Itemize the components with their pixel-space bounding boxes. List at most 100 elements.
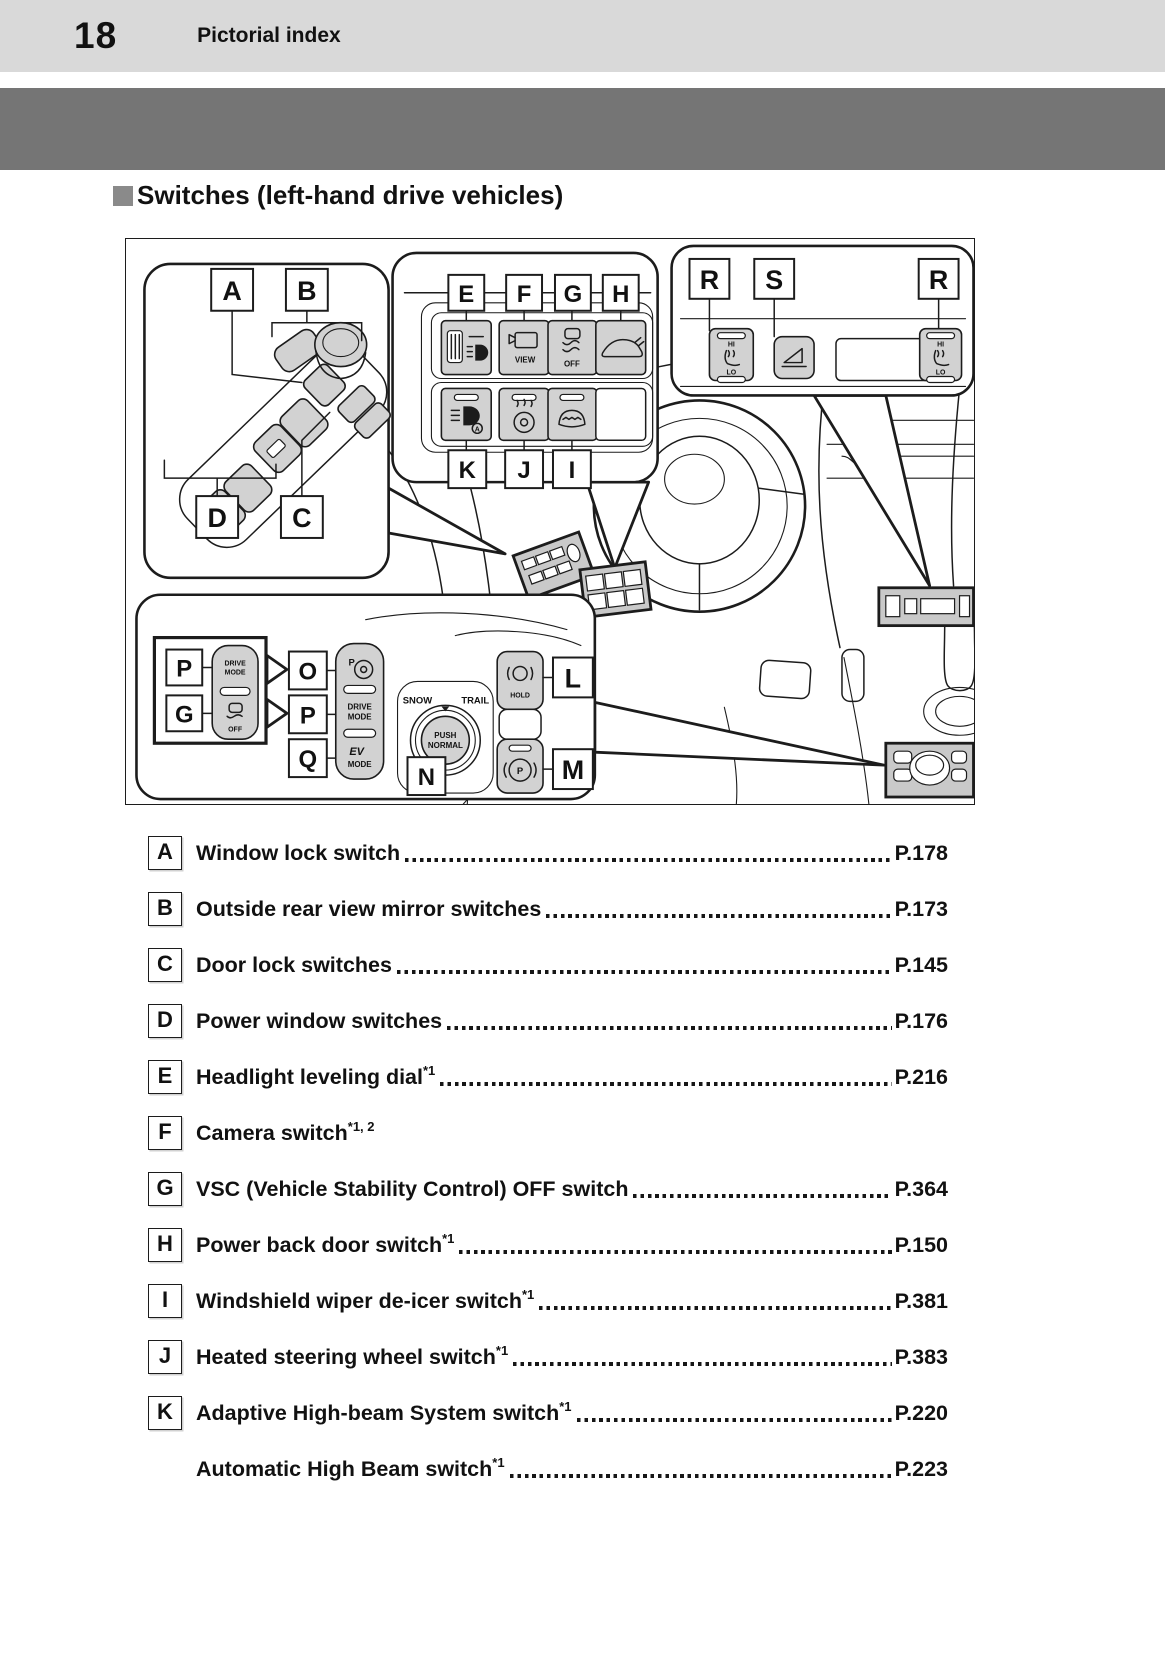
index-page-ref: P.173 xyxy=(894,896,948,921)
dot-leader xyxy=(447,1026,892,1030)
callout-label-o: O xyxy=(299,658,318,685)
index-page-ref: P.216 xyxy=(894,1064,948,1089)
s-switch-button xyxy=(773,335,815,380)
callout-label-b: B xyxy=(297,276,316,306)
mini-off: OFF xyxy=(228,726,242,733)
callout-label-p-sub: P xyxy=(176,655,192,682)
index-list: A Window lock switch P.178 B Outside rea… xyxy=(148,825,948,1497)
callout-label-d: D xyxy=(207,503,226,533)
callout-label-m: M xyxy=(562,755,584,785)
seat-heater-lo: LO xyxy=(727,370,737,377)
index-page-ref: P.145 xyxy=(894,952,948,977)
index-page-ref: P.220 xyxy=(894,1400,948,1425)
index-letter-badge: C xyxy=(148,948,182,982)
dot-leader xyxy=(546,914,892,918)
index-label: Windshield wiper de-icer switch*1 xyxy=(196,1286,535,1314)
index-label: Automatic High Beam switch*1 xyxy=(196,1454,505,1482)
index-label: Adaptive High-beam System switch*1 xyxy=(196,1398,572,1426)
index-letter-badge: G xyxy=(148,1172,182,1206)
dot-leader xyxy=(459,1250,892,1254)
dial-snow: SNOW xyxy=(403,695,432,706)
chapter-band xyxy=(0,88,1165,170)
callout-label-g-sub: G xyxy=(175,701,194,728)
brake-hold-button: HOLD xyxy=(496,650,544,711)
callout-label-s: S xyxy=(765,265,783,295)
callout-label-i: I xyxy=(569,457,576,484)
index-letter-badge: B xyxy=(148,892,182,926)
vsc-off-label: OFF xyxy=(564,360,580,369)
index-page-ref: P.178 xyxy=(894,840,948,865)
seat-heater-hi: HI xyxy=(728,342,735,349)
dial-push: PUSH xyxy=(434,731,456,740)
headlight-leveling-dial-button xyxy=(440,319,493,376)
index-row-f: F Camera switch*1, 2 xyxy=(148,1105,948,1161)
callout-label-l: L xyxy=(565,663,581,693)
equivalence-arrow-bottom xyxy=(265,697,289,729)
section-heading: Switches (left-hand drive vehicles) xyxy=(113,180,563,211)
dial-trail: TRAIL xyxy=(461,695,489,706)
index-row-d: D Power window switches P.176 xyxy=(148,993,948,1049)
dial-normal: NORMAL xyxy=(428,741,463,750)
col-ev: EV xyxy=(349,746,365,758)
console-switches-box: DRIVE MODE OFF P G P xyxy=(135,593,597,801)
door-switch-panel-highlight xyxy=(511,530,597,601)
index-letter-badge: A xyxy=(148,836,182,870)
door-panel-callout-wedge xyxy=(387,486,507,556)
console-callout-wedge xyxy=(593,700,886,767)
callout-label-n: N xyxy=(418,764,435,791)
square-bullet-icon xyxy=(113,185,133,206)
callout-label-h: H xyxy=(612,281,629,308)
view-button-label: VIEW xyxy=(515,356,536,365)
callout-label-a: A xyxy=(222,276,241,306)
console-panel-highlight xyxy=(884,741,974,799)
index-page-ref: P.383 xyxy=(894,1344,948,1369)
index-letter-badge: E xyxy=(148,1060,182,1094)
vsc-off-button: OFF xyxy=(547,319,598,376)
callout-label-j: J xyxy=(517,457,530,484)
index-letter-badge: D xyxy=(148,1004,182,1038)
index-row-g: G VSC (Vehicle Stability Control) OFF sw… xyxy=(148,1161,948,1217)
chapter-title: Pictorial index xyxy=(197,24,341,47)
index-letter-badge: F xyxy=(148,1116,182,1150)
dot-leader xyxy=(509,1474,892,1478)
dot-leader xyxy=(539,1306,892,1310)
callout-label-k: K xyxy=(459,457,477,484)
door-switches-box: A B D C xyxy=(143,262,391,580)
page-number: 18 xyxy=(74,15,118,56)
seat-heater-hi-2: HI xyxy=(937,342,944,349)
index-label: Window lock switch xyxy=(196,841,401,866)
index-label: Headlight leveling dial*1 xyxy=(196,1062,436,1090)
ahb-a-mark: A xyxy=(475,426,480,433)
seat-heater-box: HI LO HI LO xyxy=(670,244,974,397)
dot-leader xyxy=(633,1194,892,1198)
seat-heater-left-button: HI LO xyxy=(708,327,755,384)
camera-view-button: VIEW xyxy=(498,319,550,376)
right-panel-callout-wedge xyxy=(812,394,932,588)
switches-diagram: A B D C xyxy=(125,238,975,805)
index-row-j: J Heated steering wheel switch*1 P.383 xyxy=(148,1329,948,1385)
col-mode: MODE xyxy=(348,712,372,721)
mini-drive: DRIVE xyxy=(224,660,246,667)
power-back-door-button xyxy=(595,319,647,376)
index-row-i: I Windshield wiper de-icer switch*1 P.38… xyxy=(148,1273,948,1329)
door-lock-switch-illustration xyxy=(337,384,376,424)
index-letter-badge: H xyxy=(148,1228,182,1262)
dot-leader xyxy=(405,858,892,862)
index-row-c: C Door lock switches P.145 xyxy=(148,937,948,993)
callout-label-r: R xyxy=(700,265,719,295)
console-blank-button xyxy=(498,708,542,740)
index-label: Outside rear view mirror switches xyxy=(196,897,542,922)
drive-mode-mini-column: DRIVE MODE OFF xyxy=(211,644,259,741)
callout-label-g: G xyxy=(564,281,583,308)
parking-brake-button: P xyxy=(496,738,544,794)
callout-label-q: Q xyxy=(299,746,318,773)
callout-label-r2: R xyxy=(929,265,948,295)
index-letter-badge: K xyxy=(148,1396,182,1430)
equivalence-arrow-top xyxy=(265,654,289,685)
index-page-ref: P.176 xyxy=(894,1008,948,1033)
dot-leader xyxy=(396,970,892,974)
dot-leader xyxy=(440,1082,892,1086)
dash-switch-box: VIEW OFF xyxy=(391,251,659,490)
dot-leader xyxy=(576,1418,892,1422)
